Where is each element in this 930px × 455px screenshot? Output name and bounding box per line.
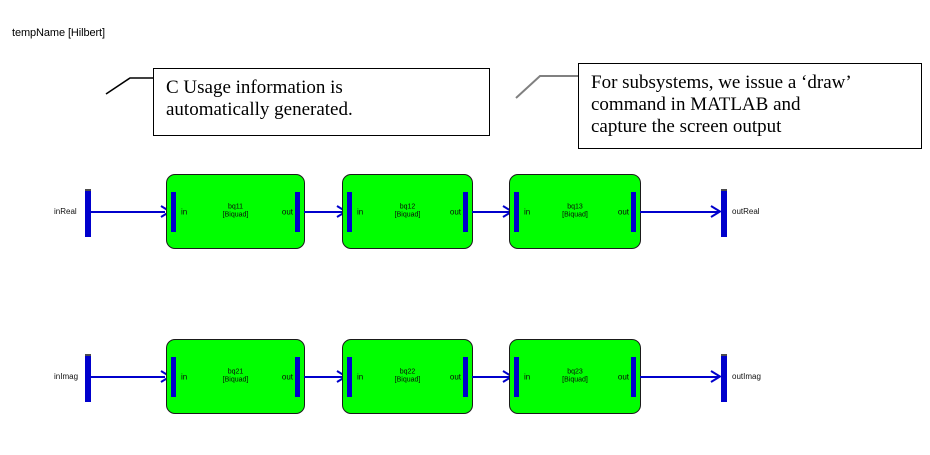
- signal-line: [472, 211, 510, 213]
- block-bq22[interactable]: in out bq22 [Biquad]: [342, 339, 473, 414]
- annotation-text-line: automatically generated.: [166, 99, 353, 120]
- block-outport-label: out: [281, 207, 293, 216]
- block-inport-label: in: [524, 207, 531, 216]
- block-inport-label: in: [181, 207, 188, 216]
- annotation-leader-line-2: [515, 75, 584, 99]
- block-outport-marker: [631, 356, 636, 397]
- page-title: tempName [Hilbert]: [12, 27, 105, 39]
- block-inport-marker: [171, 191, 176, 232]
- block-bq13[interactable]: in out bq13 [Biquad]: [509, 174, 641, 249]
- outport-outimag[interactable]: [721, 354, 727, 402]
- block-inport-marker: [347, 191, 352, 232]
- inport-label-inimag: inImag: [54, 372, 79, 381]
- signal-line: [472, 376, 510, 378]
- signal-line: [304, 376, 344, 378]
- block-inport-label: in: [181, 372, 188, 381]
- annotation-text-line: command in MATLAB and: [591, 94, 801, 115]
- block-inport-label: in: [524, 372, 531, 381]
- block-inport-marker: [171, 356, 176, 397]
- block-outport-marker: [463, 356, 468, 397]
- block-inport-marker: [514, 191, 519, 232]
- block-bq12[interactable]: in out bq12 [Biquad]: [342, 174, 473, 249]
- annotation-callout-matlab-draw: For subsystems, we issue a ‘draw’ comman…: [578, 63, 922, 149]
- block-outport-label: out: [449, 372, 461, 381]
- block-inport-marker: [514, 356, 519, 397]
- inport-inimag[interactable]: [85, 354, 91, 402]
- annotation-text-line: capture the screen output: [591, 116, 782, 137]
- signal-line: [91, 376, 165, 378]
- signal-line: [91, 211, 165, 213]
- block-outport-label: out: [281, 372, 293, 381]
- annotation-leader-line-1: [105, 77, 158, 95]
- block-outport-marker: [295, 356, 300, 397]
- block-outport-marker: [295, 191, 300, 232]
- outport-outreal[interactable]: [721, 189, 727, 237]
- annotation-text-line: For subsystems, we issue a ‘draw’: [591, 72, 852, 93]
- outport-label-outreal: outReal: [732, 207, 760, 216]
- inport-label-inreal: inReal: [54, 207, 77, 216]
- signal-arrowhead: [710, 205, 722, 218]
- signal-line: [304, 211, 344, 213]
- outport-label-outimag: outImag: [732, 372, 761, 381]
- block-outport-label: out: [617, 207, 629, 216]
- block-inport-label: in: [357, 372, 364, 381]
- block-inport-marker: [347, 356, 352, 397]
- signal-line: [640, 376, 718, 378]
- block-bq11[interactable]: in out bq11 [Biquad]: [166, 174, 305, 249]
- block-outport-marker: [631, 191, 636, 232]
- block-bq21[interactable]: in out bq21 [Biquad]: [166, 339, 305, 414]
- block-outport-label: out: [617, 372, 629, 381]
- signal-line: [640, 211, 718, 213]
- annotation-text-line: C Usage information is: [166, 77, 343, 98]
- block-outport-label: out: [449, 207, 461, 216]
- block-bq23[interactable]: in out bq23 [Biquad]: [509, 339, 641, 414]
- inport-inreal[interactable]: [85, 189, 91, 237]
- block-inport-label: in: [357, 207, 364, 216]
- annotation-callout-c-usage: C Usage information is automatically gen…: [153, 68, 490, 136]
- signal-arrowhead: [710, 370, 722, 383]
- block-outport-marker: [463, 191, 468, 232]
